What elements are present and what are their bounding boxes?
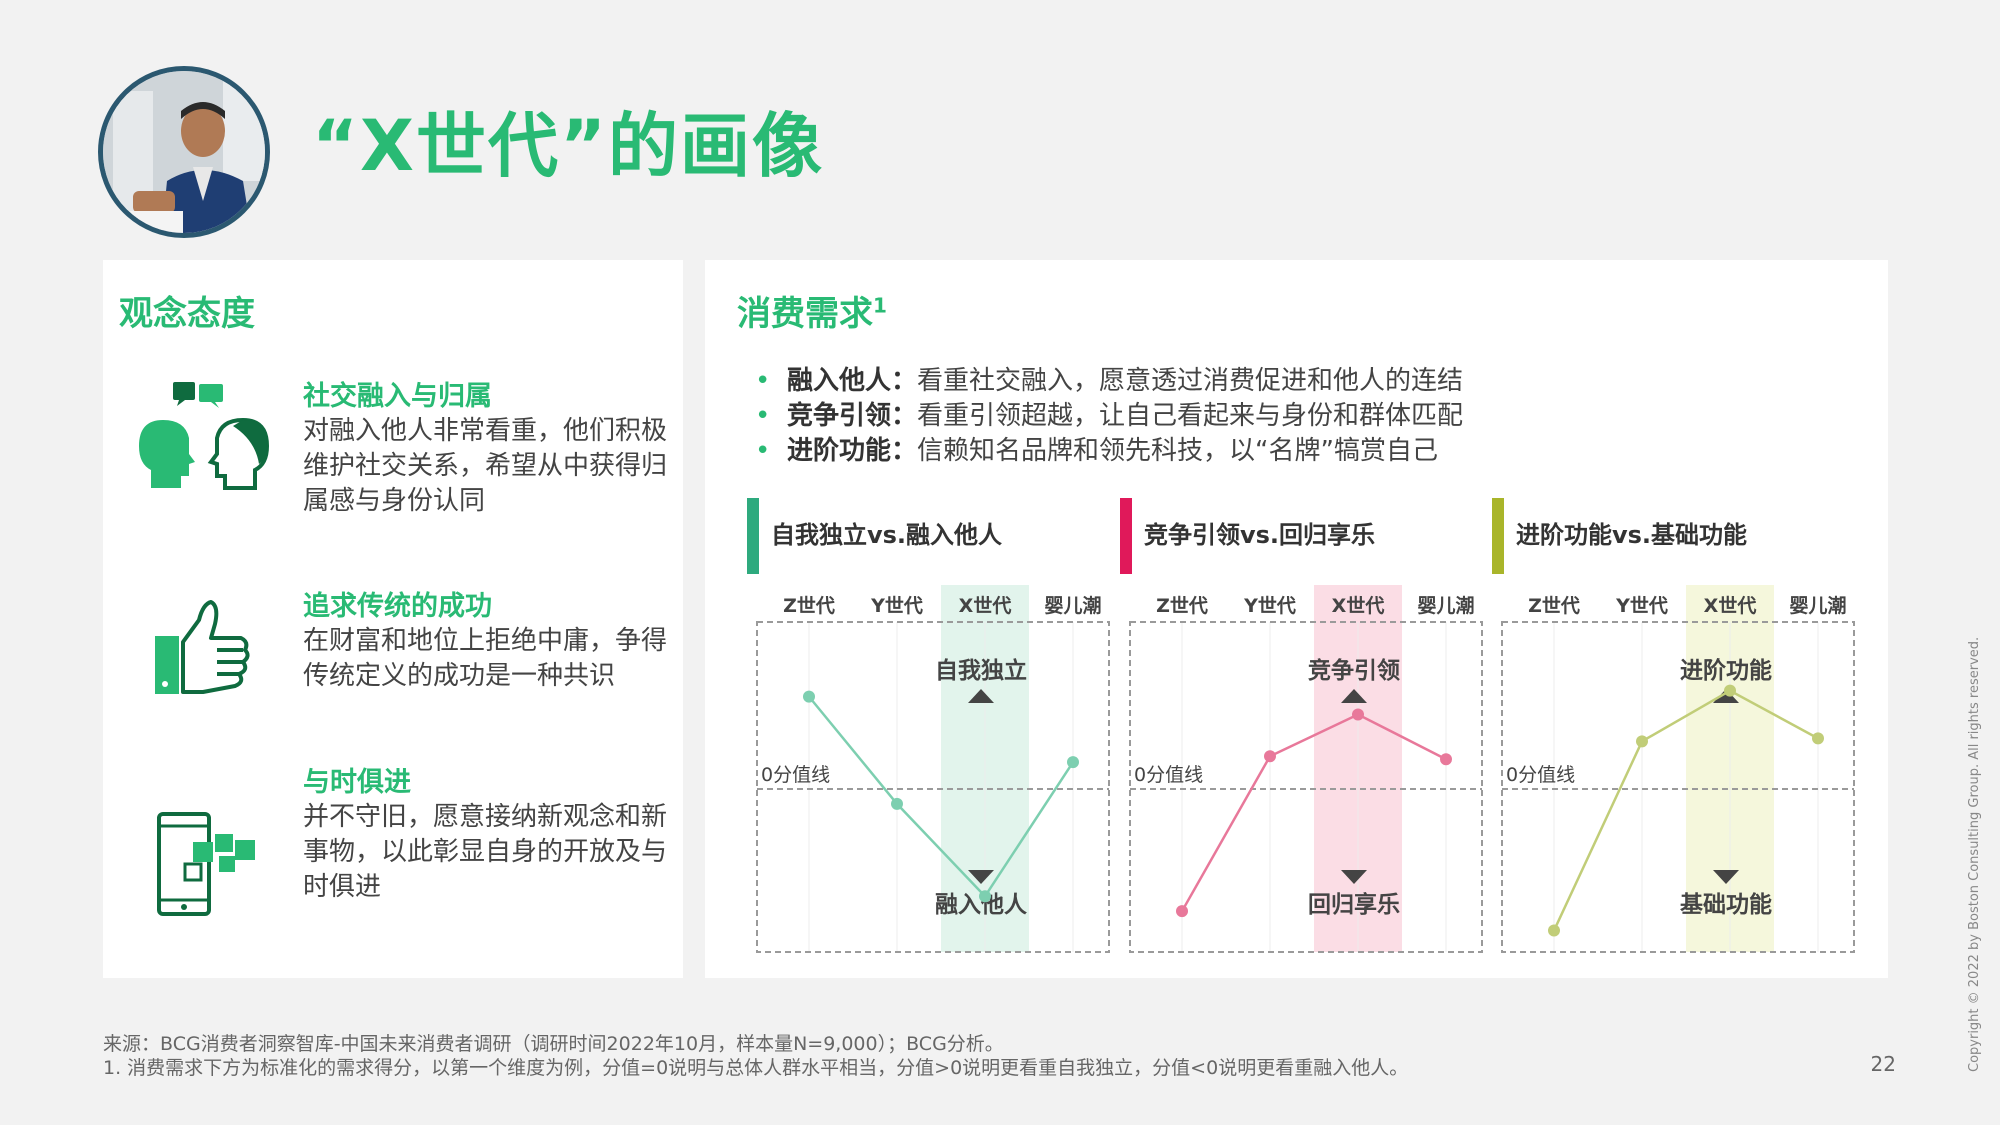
need-separator: ：: [891, 366, 918, 396]
series-line: [1180, 713, 1447, 912]
up-arrow-icon: [1713, 689, 1739, 703]
need-term: 进阶功能: [787, 436, 892, 466]
attitude-item-success: 追求传统的成功 在财富和地位上拒绝中庸，争得传统定义的成功是一种共识: [303, 590, 673, 694]
chart-title-bar: [1120, 498, 1132, 574]
needs-list: •融入他人：看重社交融入，愿意透过消费促进和他人的连结 •竞争引领：看重引领超越…: [755, 364, 1463, 469]
bullet-icon: •: [755, 401, 771, 431]
category-label: X世代: [1704, 595, 1757, 617]
chart-frame: [1129, 621, 1483, 953]
data-point: [1067, 756, 1079, 769]
need-term: 竞争引领: [787, 401, 892, 431]
need-text: 看重引领超越，让自己看起来与身份和群体匹配: [917, 401, 1464, 431]
data-point: [803, 690, 815, 703]
category-label: 婴儿潮: [1417, 595, 1474, 617]
data-point: [1636, 735, 1648, 748]
need-text: 看重社交融入，愿意透过消费促进和他人的连结: [917, 366, 1464, 396]
axis-top-label: 进阶功能: [1680, 657, 1772, 684]
category-label: 婴儿潮: [1789, 595, 1846, 617]
page-title: “X世代”的画像: [312, 105, 824, 187]
chart-title-bar: [747, 498, 759, 574]
chart-title: 进阶功能vs.基础功能: [1516, 521, 1747, 549]
person-illustration-icon: [103, 71, 265, 233]
axis-bottom-label: 回归享乐: [1308, 891, 1400, 918]
category-label: Y世代: [1615, 595, 1668, 617]
up-arrow-icon: [1341, 689, 1367, 703]
category-label: Z世代: [1156, 595, 1208, 617]
attitude-item-title: 与时俱进: [303, 767, 411, 798]
chart-frame: [756, 621, 1110, 953]
category-label: Z世代: [1528, 595, 1580, 617]
zero-label: 0分值线: [1134, 764, 1203, 786]
attitude-heading: 观念态度: [119, 294, 255, 334]
need-text: 信赖知名品牌和领先科技，以“名牌”犒赏自己: [917, 436, 1438, 466]
attitude-item-progress: 与时俱进 并不守旧，愿意接纳新观念和新事物，以此彰显自身的开放及与时俱进: [303, 766, 673, 905]
need-separator: ：: [891, 401, 918, 431]
thumbs-up-icon: [151, 598, 251, 702]
method-note: 1. 消费需求下方为标准化的需求得分，以第一个维度为例，分值=0说明与总体人群水…: [103, 1057, 1409, 1079]
category-label: X世代: [959, 595, 1012, 617]
copyright-text: Copyright © 2022 by Boston Consulting Gr…: [1967, 636, 1982, 1072]
smartphone-icon: [155, 810, 265, 924]
data-point: [891, 797, 903, 810]
attitude-item-text: 在财富和地位上拒绝中庸，争得传统定义的成功是一种共识: [303, 626, 668, 691]
need-term: 融入他人: [787, 366, 892, 396]
consumption-heading-text: 消费需求: [737, 294, 873, 334]
consumption-panel: 消费需求1 •融入他人：看重社交融入，愿意透过消费促进和他人的连结 •竞争引领：…: [705, 260, 1888, 978]
data-point: [1440, 753, 1452, 766]
bullet-icon: •: [755, 436, 771, 466]
data-point: [1724, 684, 1736, 697]
category-label: Y世代: [1243, 595, 1296, 617]
category-label: Y世代: [870, 595, 923, 617]
up-arrow-icon: [968, 689, 994, 703]
social-people-icon: [133, 380, 273, 494]
footnotes: 来源：BCG消费者洞察智库-中国未来消费者调研（调研时间2022年10月，样本量…: [103, 1032, 1408, 1080]
needs-list-item: • 进阶功能：信赖知名品牌和领先科技，以“名牌”犒赏自己: [755, 434, 1463, 469]
bullet-icon: •: [755, 366, 771, 396]
data-point: [1352, 708, 1364, 721]
attitude-item-title: 社交融入与归属: [303, 381, 492, 412]
data-point: [979, 890, 991, 903]
footnote-ref: 1: [873, 293, 887, 318]
zero-label: 0分值线: [1506, 764, 1575, 786]
down-arrow-icon: [1713, 870, 1739, 884]
presenter-photo: [98, 66, 270, 238]
category-label: X世代: [1332, 595, 1385, 617]
consumption-heading: 消费需求1: [737, 286, 887, 335]
category-label: Z世代: [783, 595, 835, 617]
needs-list-item: • 融入他人：看重社交融入，愿意透过消费促进和他人的连结: [755, 364, 1463, 399]
axis-top-label: 自我独立: [935, 657, 1027, 684]
down-arrow-icon: [968, 870, 994, 884]
axis-bottom-label: 基础功能: [1680, 891, 1772, 918]
attitude-item-text: 对融入他人非常看重，他们积极维护社交关系，希望从中获得归属感与身份认同: [303, 416, 668, 516]
need-separator: ：: [891, 436, 918, 466]
chart-title: 自我独立vs.融入他人: [771, 521, 1002, 549]
series-line: [808, 695, 1075, 899]
attitude-item-text: 并不守旧，愿意接纳新观念和新事物，以此彰显自身的开放及与时俱进: [303, 802, 668, 902]
attitude-item-title: 追求传统的成功: [303, 591, 492, 622]
axis-top-label: 竞争引领: [1308, 657, 1400, 684]
attitude-item-social: 社交融入与归属 对融入他人非常看重，他们积极维护社交关系，希望从中获得归属感与身…: [303, 380, 673, 519]
data-point: [1548, 924, 1560, 937]
needs-list-item: • 竞争引领：看重引领超越，让自己看起来与身份和群体匹配: [755, 399, 1463, 434]
series-line: [1552, 689, 1819, 932]
category-label: 婴儿潮: [1044, 595, 1101, 617]
zero-label: 0分值线: [761, 764, 830, 786]
data-point: [1264, 750, 1276, 763]
chart-title-bar: [1492, 498, 1504, 574]
data-point: [1176, 905, 1188, 918]
chart-title: 竞争引领vs.回归享乐: [1144, 521, 1375, 549]
chart-frame: [1501, 621, 1855, 953]
down-arrow-icon: [1341, 870, 1367, 884]
page-number: 22: [1870, 1052, 1896, 1076]
source-note: 来源：BCG消费者洞察智库-中国未来消费者调研（调研时间2022年10月，样本量…: [103, 1033, 1004, 1055]
attitude-panel: 观念态度 社交融入与归属 对融入他人非常看重，他们积极维护社交关系，希望从中获得…: [103, 260, 683, 978]
data-point: [1812, 732, 1824, 745]
